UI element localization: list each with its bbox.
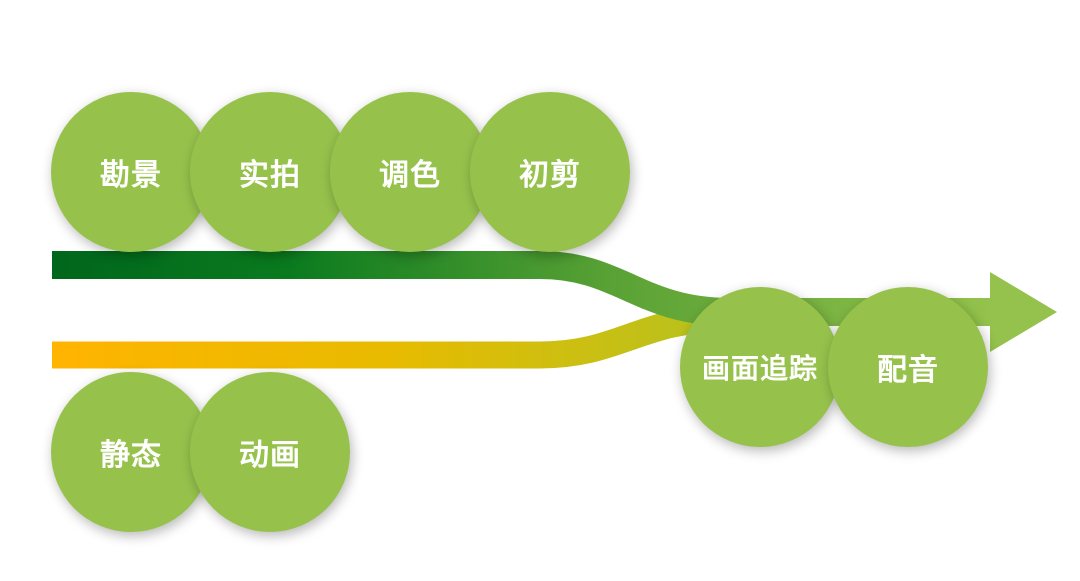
step-kanjing: 勘景: [51, 92, 211, 252]
step-shipai: 实拍: [190, 92, 350, 252]
step-chujian: 初剪: [470, 92, 630, 252]
yellow-track: [52, 304, 731, 369]
step-huamian-zhuizong: 画面追踪: [680, 287, 840, 447]
step-jingtai: 静态: [51, 372, 211, 532]
green-track: [52, 251, 995, 326]
step-peiyin: 配音: [828, 287, 988, 447]
step-tiaose: 调色: [330, 92, 490, 252]
arrow-head-icon: [990, 272, 1057, 352]
step-donghua: 动画: [190, 372, 350, 532]
